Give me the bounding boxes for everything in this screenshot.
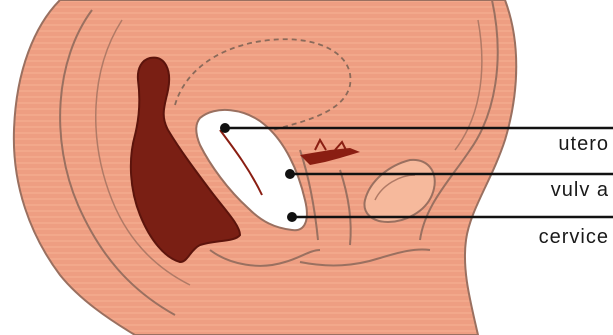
cervice-label: cervice [539, 226, 609, 248]
utero-label: utero [558, 133, 609, 155]
vulva-label: vulv a [551, 179, 609, 201]
